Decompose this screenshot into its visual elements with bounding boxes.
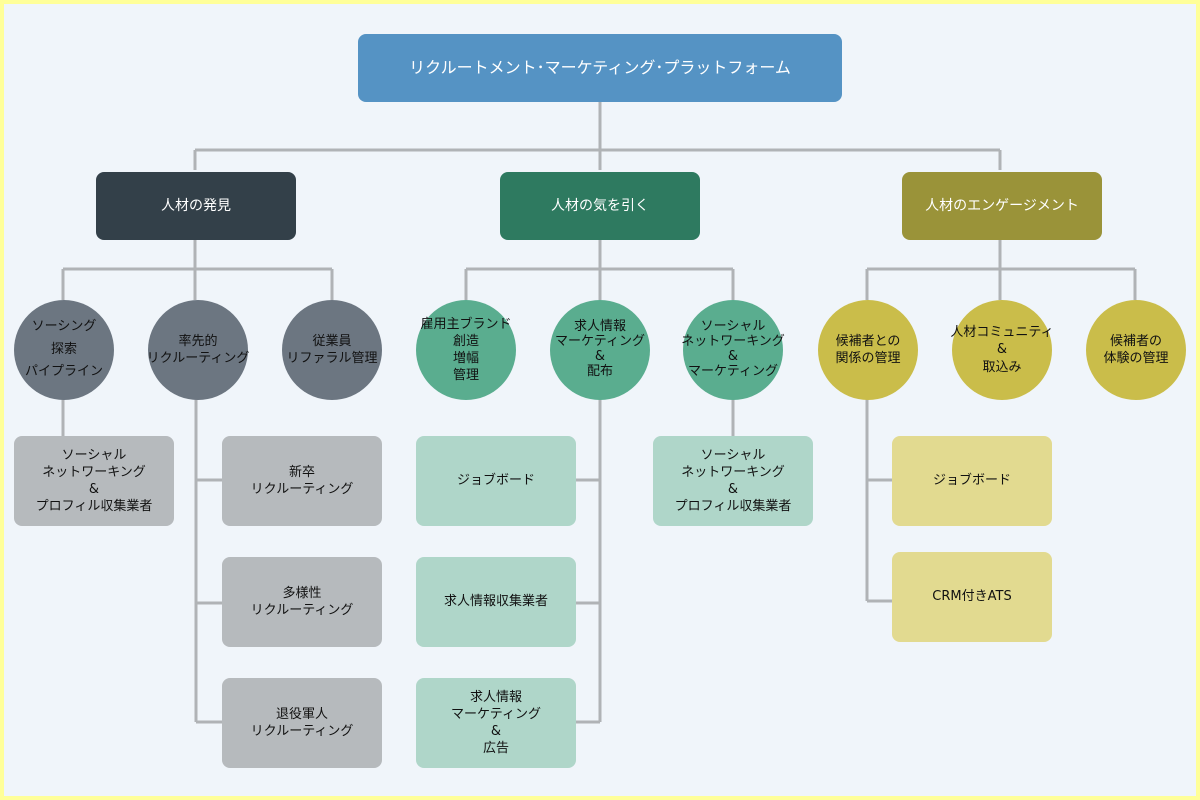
referral-line-1: 従業員 bbox=[312, 333, 352, 349]
brand-line-2: 創造 bbox=[452, 333, 479, 349]
job-board-box: ジョブボード bbox=[416, 436, 576, 526]
community-line-1: 人材コミュニティ bbox=[950, 325, 1054, 341]
sourcing-circle: ソーシング 探索 パイプライン bbox=[14, 300, 114, 400]
job-advertising-box: 求人情報 マーケティング & 広告 bbox=[416, 678, 576, 768]
new-grad-box: 新卒 リクルーティング bbox=[222, 436, 382, 526]
attract-label: 人材の気を引く bbox=[551, 197, 649, 214]
diversity-box: 多様性 リクルーティング bbox=[222, 557, 382, 647]
social-box-line-4: プロフィル収集業者 bbox=[674, 499, 792, 515]
sourcing-line-2: 探索 bbox=[50, 341, 77, 357]
community-line-2: & bbox=[996, 342, 1008, 358]
social-line-1: ソーシャル bbox=[700, 319, 766, 335]
social-circle: ソーシャル ネットワーキング & マーケティング bbox=[681, 300, 785, 400]
discover-label: 人材の発見 bbox=[161, 197, 231, 214]
job-advertising-line-2: マーケティング bbox=[451, 706, 541, 722]
jobmkt-line-2: マーケティング bbox=[555, 334, 645, 350]
sourcing-line-3: パイプライン bbox=[24, 364, 103, 380]
diversity-line-2: リクルーティング bbox=[250, 603, 354, 618]
jobmkt-circle: 求人情報 マーケティング & 配布 bbox=[550, 300, 650, 400]
crm-circle: 候補者との 関係の管理 bbox=[818, 300, 918, 400]
veteran-box: 退役軍人 リクルーティング bbox=[222, 678, 382, 768]
crm-ats-label: CRM付きATS bbox=[932, 589, 1012, 605]
sourcing-box: ソーシャル ネットワーキング & プロフィル収集業者 bbox=[14, 436, 174, 526]
veteran-line-2: リクルーティング bbox=[250, 724, 354, 739]
jobmkt-line-1: 求人情報 bbox=[573, 319, 626, 335]
experience-line-1: 候補者の bbox=[1109, 333, 1162, 349]
brand-line-3: 増幅 bbox=[452, 351, 479, 366]
diversity-line-1: 多様性 bbox=[282, 585, 322, 601]
job-advertising-line-3: & bbox=[490, 724, 502, 739]
social-box: ソーシャル ネットワーキング & プロフィル収集業者 bbox=[653, 436, 813, 526]
proactive-line-1: 率先的 bbox=[178, 333, 218, 349]
social-line-2: ネットワーキング bbox=[681, 334, 785, 350]
crm-line-1: 候補者との bbox=[835, 333, 901, 349]
proactive-circle: 率先的 リクルーティング bbox=[146, 300, 250, 400]
job-advertising-line-4: 広告 bbox=[482, 741, 509, 757]
referral-line-2: リファラル管理 bbox=[286, 351, 378, 366]
job-board-label: ジョブボード bbox=[456, 473, 535, 489]
engage-node: 人材のエンゲージメント bbox=[902, 172, 1102, 240]
sourcing-box-line-4: プロフィル収集業者 bbox=[35, 499, 153, 515]
jobmkt-line-3: & bbox=[594, 349, 606, 364]
community-line-3: 取込み bbox=[982, 359, 1022, 375]
social-box-line-1: ソーシャル bbox=[700, 447, 766, 463]
brand-line-1: 雇用主ブランド bbox=[420, 316, 512, 332]
experience-line-2: 体験の管理 bbox=[1103, 351, 1169, 366]
root-node: リクルートメント･マーケティング･プラットフォーム bbox=[358, 34, 842, 102]
root-label: リクルートメント･マーケティング･プラットフォーム bbox=[409, 58, 791, 78]
sourcing-box-line-2: ネットワーキング bbox=[42, 464, 146, 480]
attract-node: 人材の気を引く bbox=[500, 172, 700, 240]
social-line-3: & bbox=[727, 349, 739, 364]
social-line-4: マーケティング bbox=[688, 363, 778, 379]
community-circle: 人材コミュニティ & 取込み bbox=[950, 300, 1054, 400]
sourcing-box-line-1: ソーシャル bbox=[61, 447, 127, 463]
crm-ats-box: CRM付きATS bbox=[892, 552, 1052, 642]
engage-job-board-box: ジョブボード bbox=[892, 436, 1052, 526]
brand-line-4: 管理 bbox=[452, 368, 479, 384]
job-aggregator-box: 求人情報収集業者 bbox=[416, 557, 576, 647]
job-advertising-line-1: 求人情報 bbox=[469, 689, 522, 705]
veteran-line-1: 退役軍人 bbox=[275, 706, 328, 722]
proactive-line-2: リクルーティング bbox=[146, 351, 250, 366]
new-grad-line-1: 新卒 bbox=[288, 464, 315, 480]
engage-label: 人材のエンゲージメント bbox=[925, 197, 1079, 214]
social-box-line-3: & bbox=[727, 482, 739, 497]
social-box-line-2: ネットワーキング bbox=[681, 464, 785, 480]
new-grad-line-2: リクルーティング bbox=[250, 482, 354, 497]
jobmkt-line-4: 配布 bbox=[586, 363, 613, 379]
crm-line-2: 関係の管理 bbox=[835, 351, 901, 366]
job-aggregator-label: 求人情報収集業者 bbox=[443, 594, 548, 610]
referral-circle: 従業員 リファラル管理 bbox=[282, 300, 382, 400]
sourcing-box-line-3: & bbox=[88, 482, 100, 497]
engage-job-board-label: ジョブボード bbox=[932, 473, 1011, 489]
discover-node: 人材の発見 bbox=[96, 172, 296, 240]
brand-circle: 雇用主ブランド 創造 増幅 管理 bbox=[416, 300, 516, 400]
experience-circle: 候補者の 体験の管理 bbox=[1086, 300, 1186, 400]
sourcing-line-1: ソーシング bbox=[31, 318, 97, 334]
